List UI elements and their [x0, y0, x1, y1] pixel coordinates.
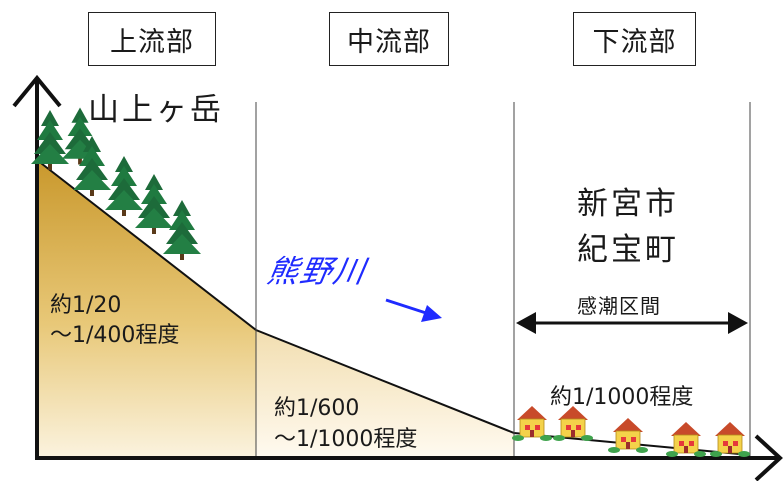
- house-icon: [552, 405, 594, 442]
- middle-reach-ground: [256, 330, 514, 458]
- source-mountain-label: 山上ヶ岳: [88, 92, 224, 128]
- middle-reach-label: 中流部: [347, 26, 431, 58]
- upper-gradient-line1: 約1/20: [50, 293, 122, 318]
- lower-reach-label: 下流部: [592, 26, 677, 58]
- tree-icon: [163, 200, 201, 260]
- house-icon: [607, 417, 649, 454]
- city-label-kiho: 紀宝町: [577, 232, 679, 268]
- lower-gradient-label: 約1/1000程度: [550, 385, 694, 410]
- river-name-label: 熊野川: [264, 254, 370, 290]
- upper-reach-box: 上流部: [88, 12, 216, 66]
- middle-gradient-line2: ～1/1000程度: [274, 427, 418, 452]
- upper-reach-label: 上流部: [110, 26, 194, 58]
- tidal-section-label: 感潮区間: [577, 294, 661, 318]
- upper-gradient-line2: ～1/400程度: [50, 323, 180, 348]
- right-arrow-icon: [385, 298, 442, 322]
- house-icon: [709, 421, 751, 458]
- middle-reach-box: 中流部: [329, 12, 449, 66]
- double-arrow-icon: [516, 312, 748, 334]
- tree-icon: [105, 156, 143, 216]
- middle-gradient-line1: 約1/600: [274, 396, 360, 421]
- upper-reach-ground: [37, 160, 256, 458]
- y-axis-arrowhead: [12, 74, 62, 108]
- house-icon: [511, 405, 553, 442]
- city-label-shingu: 新宮市: [577, 186, 679, 222]
- tree-icon: [135, 174, 173, 234]
- house-icon: [665, 421, 707, 458]
- x-axis-arrowhead: [754, 434, 783, 481]
- houses: [511, 405, 751, 458]
- lower-reach-box: 下流部: [573, 12, 696, 66]
